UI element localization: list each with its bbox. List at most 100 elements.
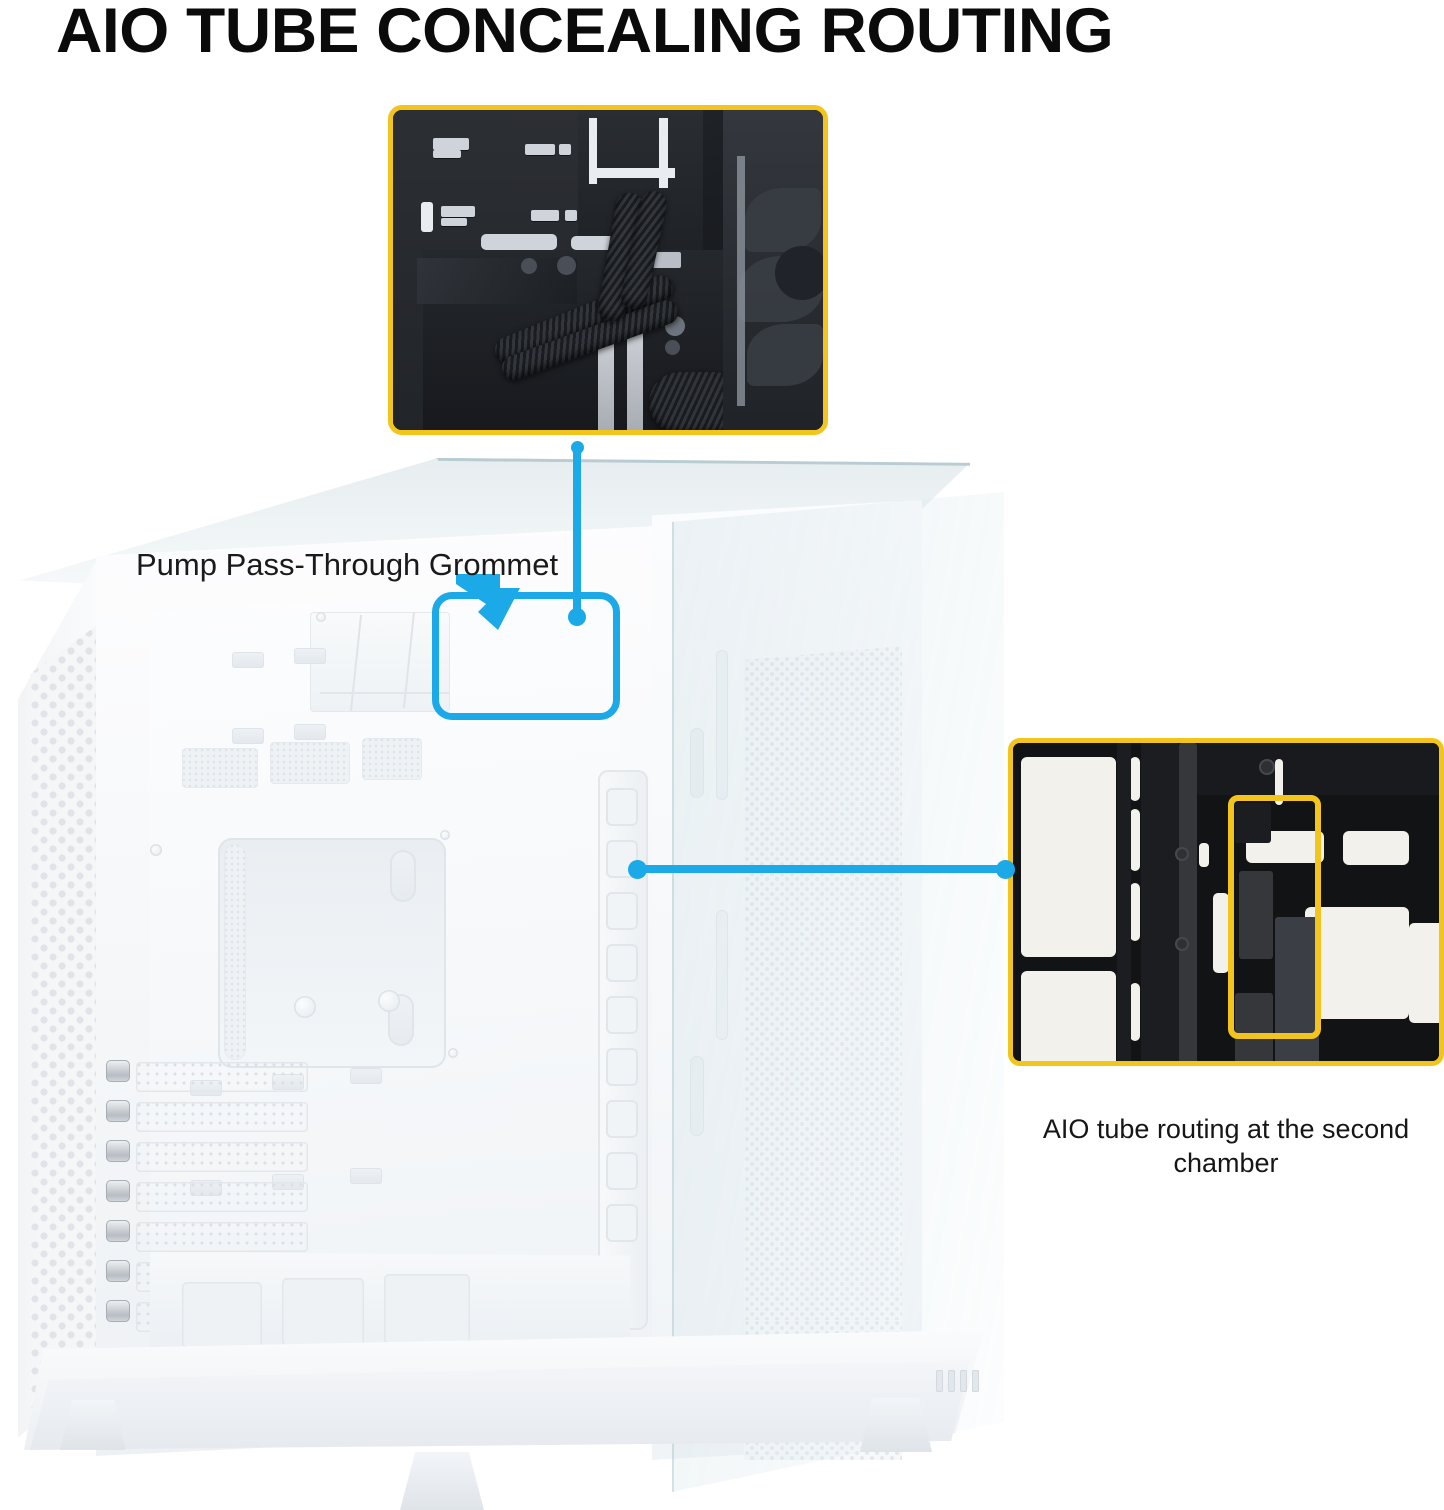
shroud-cutout	[182, 1282, 262, 1348]
shroud-cutout	[282, 1278, 364, 1346]
io-port	[972, 1370, 979, 1392]
chassis-rail	[1117, 743, 1131, 1061]
panel-cutout	[1343, 831, 1409, 865]
chassis-rail	[1141, 743, 1179, 1061]
pcie-slot-cover	[136, 1222, 308, 1252]
panel-cutout	[1130, 809, 1140, 871]
panel-cutout	[1021, 757, 1116, 957]
front-io-ports	[936, 1370, 982, 1394]
mobo-standoff	[448, 1048, 458, 1058]
panel-cutout	[1213, 893, 1229, 973]
cable-tie-slot	[350, 1068, 382, 1084]
screw-hole	[1175, 937, 1189, 951]
pcie-slot-cover	[136, 1182, 308, 1212]
mobo-standoff	[440, 830, 450, 840]
leader-line-vertical	[573, 447, 581, 619]
leader-line-horizontal	[637, 865, 1007, 873]
cable-tie-slot	[525, 144, 555, 155]
cable-tie-slot	[433, 138, 469, 150]
chassis-rail	[1179, 743, 1197, 1061]
grommet-pointer-arrow	[456, 574, 520, 630]
panel-edge-strip	[481, 234, 557, 250]
pcie-slot-cover	[136, 1142, 308, 1172]
channel-slot	[606, 1152, 638, 1190]
cable-tie-slot	[441, 218, 467, 226]
cable-tie-slot	[433, 150, 461, 158]
pcie-thumbscrew	[106, 1260, 130, 1282]
panel-cutout	[1021, 971, 1116, 1061]
io-port	[936, 1370, 943, 1392]
io-port	[521, 258, 537, 274]
channel-slot	[606, 1204, 638, 1242]
glass-top-edge	[438, 458, 970, 466]
leader-dot-chamber-right	[996, 860, 1015, 879]
chamber-slot	[716, 910, 728, 1040]
panel-cutout	[1275, 759, 1283, 805]
leader-dot-chamber-left	[628, 860, 647, 879]
panel-cutout	[1130, 983, 1140, 1041]
photo-content-top	[393, 110, 823, 430]
cable-bracket	[1235, 993, 1273, 1061]
cable-tie-slot	[350, 1168, 382, 1184]
inset-caption-second-chamber: AIO tube routing at the second chamber	[1042, 1114, 1410, 1178]
mobo-standoff	[378, 990, 400, 1012]
pcie-thumbscrew	[106, 1180, 130, 1202]
pc-case-illustration	[0, 440, 1010, 1510]
tray-vent	[182, 748, 258, 788]
chipset-chip	[665, 340, 680, 355]
screw-hole	[1175, 847, 1189, 861]
vrm-heatsink	[417, 258, 577, 304]
tray-vent	[362, 738, 422, 780]
cable-tie-slot	[565, 210, 577, 221]
fan-hub	[775, 246, 823, 300]
cable-tie-slot	[294, 648, 326, 664]
page-title: AIO TUBE CONCEALING ROUTING	[56, 0, 1114, 66]
tube-retention-bracket	[589, 118, 597, 184]
pcie-slot-cover	[136, 1062, 308, 1092]
pcie-thumbscrew	[106, 1140, 130, 1162]
panel-cutout	[1130, 757, 1140, 801]
cable-bracket	[1235, 803, 1271, 843]
inset-photo-aio-tube-routing-top	[388, 105, 828, 435]
pcie-thumbscrew	[106, 1300, 130, 1322]
cable-tie-slot	[559, 144, 571, 155]
screw-hole	[1259, 759, 1275, 775]
tube-retention-bracket	[659, 118, 668, 188]
io-port	[557, 256, 576, 275]
mobo-standoff	[294, 996, 316, 1018]
channel-slot	[606, 892, 638, 930]
panel-cutout	[1130, 883, 1140, 941]
cable-tie-slot	[441, 206, 475, 217]
pcie-slot-cover	[136, 1102, 308, 1132]
channel-slot	[606, 1048, 638, 1086]
tray-vent	[270, 742, 350, 784]
grommet-seam	[320, 692, 450, 694]
io-port	[960, 1370, 967, 1392]
panel-cutout	[1409, 923, 1439, 1023]
channel-slot	[606, 996, 638, 1034]
case-foot	[60, 1400, 126, 1450]
pump-pass-through-grommet	[310, 612, 450, 712]
mobo-label	[651, 252, 681, 268]
channel-slot	[606, 788, 638, 826]
channel-slot	[606, 1100, 638, 1138]
white-standoff-bracket	[421, 202, 433, 232]
shroud-cutout	[384, 1274, 470, 1344]
chamber-slot	[716, 650, 728, 800]
tray-perforation-strip	[224, 844, 246, 1060]
cable-keyhole	[390, 850, 416, 902]
channel-slot	[606, 944, 638, 982]
mobo-standoff	[150, 844, 162, 856]
cable-tie-slot	[232, 652, 264, 668]
leader-dot-grommet	[568, 608, 586, 626]
cable-tie-slot	[232, 728, 264, 744]
mobo-standoff	[316, 612, 326, 622]
right-mesh-panel	[744, 646, 902, 1346]
case-foot	[400, 1452, 484, 1510]
fan-blade	[747, 324, 823, 386]
panel-cutout	[1305, 907, 1409, 1019]
pcie-thumbscrew	[106, 1100, 130, 1122]
case-foot	[860, 1398, 932, 1452]
fan-frame-strut	[737, 156, 745, 406]
cable-tie-slot	[294, 724, 326, 740]
